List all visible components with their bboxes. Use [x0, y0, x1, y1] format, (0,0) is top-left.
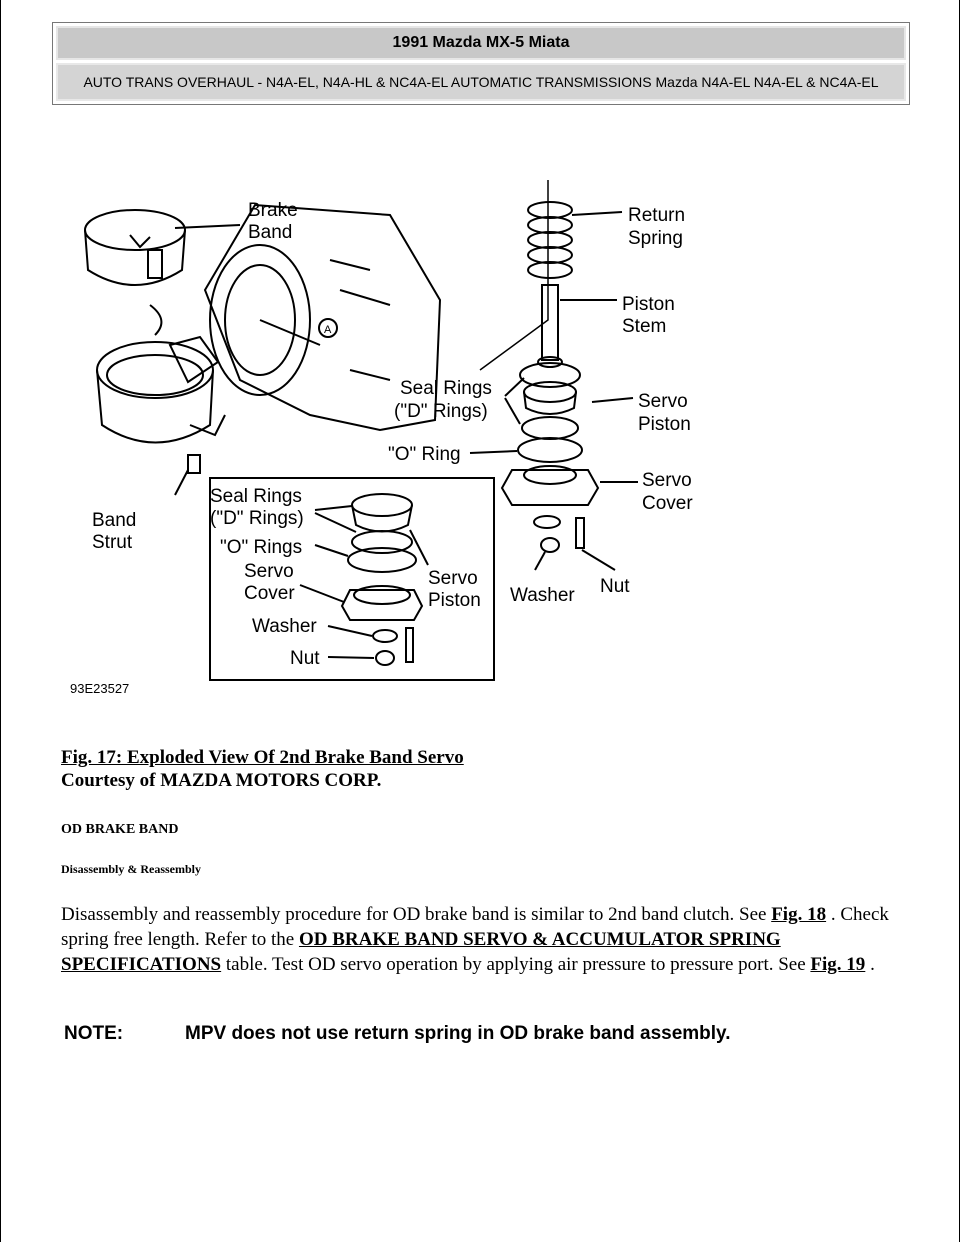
link-fig-18[interactable]: Fig. 18 — [771, 904, 827, 925]
leader-return-spring — [571, 211, 623, 216]
leader-band-strut — [174, 469, 189, 496]
brake-band-small-drawing — [84, 209, 186, 336]
exploded-view-figure: Brake Band Return Spring Piston Stem Sea… — [60, 170, 720, 715]
note-text: MPV does not use return spring in OD bra… — [185, 1023, 731, 1044]
label-inset-seal-rings: Seal Rings ("D" Rings) — [210, 486, 307, 529]
figure-code: 93E23527 — [70, 681, 129, 696]
label-inset-o-rings: "O" Rings — [220, 537, 302, 558]
figure-title: Fig. 17: Exploded View Of 2nd Brake Band… — [61, 747, 464, 768]
link-fig-19[interactable]: Fig. 19 — [810, 954, 866, 975]
label-brake-band: Brake Band — [248, 200, 303, 243]
figure-caption: Fig. 17: Exploded View Of 2nd Brake Band… — [61, 746, 464, 792]
servo-piston-drawing — [523, 381, 577, 415]
procedure-paragraph: Disassembly and reassembly procedure for… — [61, 902, 911, 977]
label-o-ring: "O" Ring — [388, 444, 461, 465]
label-servo-piston: Servo Piston — [638, 391, 693, 435]
piston-stem-drawing — [537, 284, 563, 368]
label-inset-servo-cover: Servo Cover — [244, 561, 299, 604]
d-ring-upper — [519, 362, 581, 388]
label-seal-rings: Seal Rings ("D" Rings) — [394, 378, 497, 422]
section-heading: OD BRAKE BAND — [61, 822, 179, 837]
label-washer: Washer — [510, 585, 575, 606]
leader-o-ring — [469, 450, 518, 454]
servo-cover-drawing — [500, 465, 600, 506]
label-servo-cover: Servo Cover — [642, 470, 697, 514]
link-spring-specifications[interactable]: OD BRAKE BAND SERVO & ACCUMULATOR SPRING… — [61, 929, 781, 975]
washer-nut-drawing — [533, 515, 585, 553]
leader-washer — [534, 551, 546, 571]
inset-assembly-drawing — [340, 493, 424, 666]
leader-inset-seal-rings — [314, 505, 357, 533]
label-return-spring: Return Spring — [628, 205, 690, 249]
header-subtitle: AUTO TRANS OVERHAUL - N4A-EL, N4A-HL & N… — [56, 63, 906, 101]
leader-inset-washer — [327, 625, 373, 637]
label-piston-stem: Piston Stem — [622, 294, 680, 337]
label-inset-servo-piston: Servo Piston — [428, 568, 483, 611]
leader-inset-o-rings — [314, 544, 349, 557]
leader-inset-nut — [327, 656, 375, 659]
return-spring-drawing — [527, 201, 573, 279]
leader-nut — [581, 549, 616, 571]
marker-a: A — [324, 324, 332, 336]
label-inset-washer: Washer — [252, 616, 317, 637]
page-edge-left — [0, 0, 1, 1242]
brake-band-drawing — [96, 335, 226, 474]
leader-brake-band — [174, 224, 241, 229]
document-header: 1991 Mazda MX-5 Miata AUTO TRANS OVERHAU… — [52, 22, 910, 105]
leader-servo-piston — [591, 397, 634, 403]
leader-inset-servo-cover — [299, 584, 345, 603]
para-text-1: Disassembly and reassembly procedure for… — [61, 904, 772, 925]
para-text-3: table. Test OD servo operation by applyi… — [221, 954, 811, 975]
header-title: 1991 Mazda MX-5 Miata — [56, 26, 906, 60]
transmission-case-drawing — [203, 203, 442, 432]
inset-box — [209, 477, 495, 681]
leader-seal-rings — [504, 377, 525, 425]
label-inset-nut: Nut — [290, 648, 320, 669]
note-label: NOTE: — [64, 1023, 124, 1044]
servo-diagram: Brake Band Return Spring Piston Stem Sea… — [70, 180, 697, 696]
label-nut: Nut — [600, 576, 630, 597]
section-subheading: Disassembly & Reassembly — [61, 862, 201, 876]
figure-courtesy: Courtesy of MAZDA MOTORS CORP. — [61, 770, 382, 791]
label-band-strut: Band Strut — [92, 510, 142, 553]
leader-inset-servo-piston — [409, 529, 429, 566]
o-ring — [517, 437, 583, 463]
para-text-4: . — [865, 954, 875, 975]
para-text-2: . Check spring free length. Refer to the — [61, 904, 889, 950]
d-ring-lower — [521, 416, 579, 440]
